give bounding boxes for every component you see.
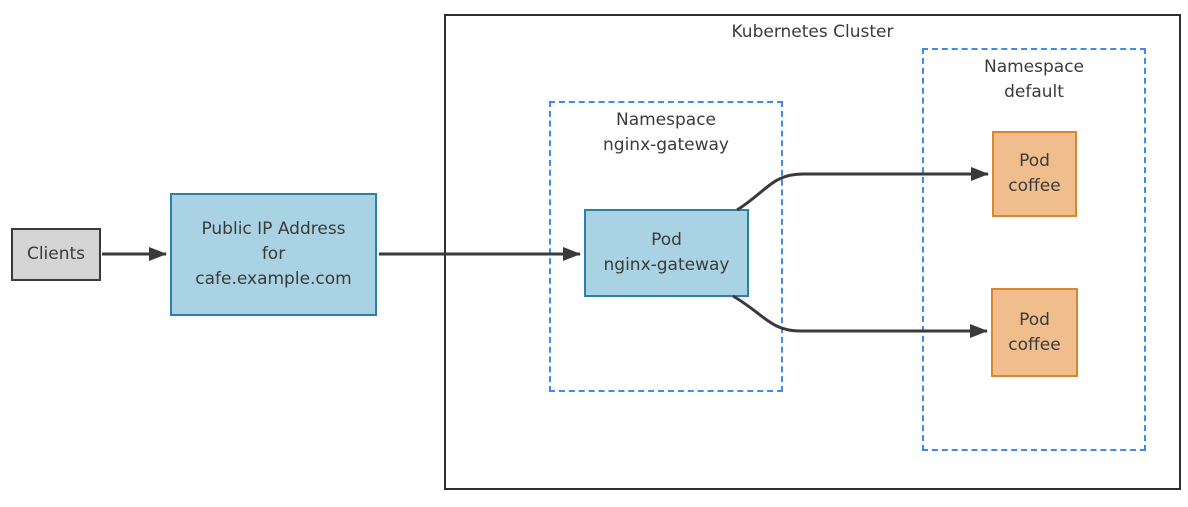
namespace-default-label-line-2: default xyxy=(1004,82,1064,102)
kubernetes-cluster-title: Kubernetes Cluster xyxy=(731,22,894,42)
public-ip-line-2: for xyxy=(261,244,286,264)
namespace-default-label-line-1: Namespace xyxy=(983,57,1085,77)
clients-node: Clients xyxy=(11,228,101,281)
pod-nginx-gateway-node: Pod nginx-gateway xyxy=(584,209,749,297)
pod-nginx-gateway-line-2: nginx-gateway xyxy=(603,255,730,275)
pod-coffee-top-line-2: coffee xyxy=(1008,176,1061,196)
namespace-nginx-gateway-label-line-1: Namespace xyxy=(615,110,717,130)
kubernetes-cluster-container: Kubernetes Cluster xyxy=(444,14,1181,490)
pod-nginx-gateway-line-1: Pod xyxy=(651,230,682,250)
namespace-nginx-gateway-label: Namespace nginx-gateway xyxy=(551,108,781,158)
public-ip-node: Public IP Address for cafe.example.com xyxy=(170,193,377,316)
namespace-nginx-gateway-label-line-2: nginx-gateway xyxy=(603,135,729,155)
pod-coffee-bottom-node: Pod coffee xyxy=(991,288,1078,377)
pod-coffee-top-node: Pod coffee xyxy=(992,131,1077,217)
public-ip-line-1: Public IP Address xyxy=(201,219,346,239)
namespace-nginx-gateway-container: Namespace nginx-gateway xyxy=(549,101,783,392)
namespace-default-container: Namespace default xyxy=(922,48,1146,451)
pod-coffee-bottom-line-1: Pod xyxy=(1019,309,1050,330)
public-ip-line-3: cafe.example.com xyxy=(195,269,352,289)
namespace-default-label: Namespace default xyxy=(924,55,1144,105)
clients-label: Clients xyxy=(26,244,86,264)
pod-coffee-top-line-1: Pod xyxy=(1019,151,1050,171)
pod-coffee-bottom-line-2: coffee xyxy=(1008,334,1061,355)
